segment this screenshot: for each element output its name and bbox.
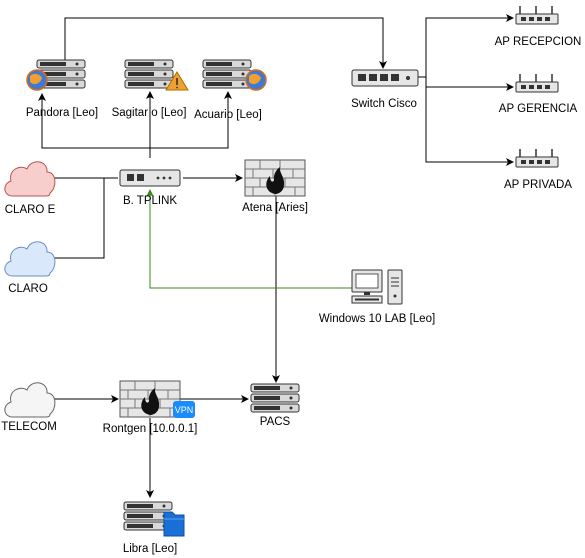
pacs-label: PACS (260, 416, 291, 428)
acuario-label: Acuario [Leo] (194, 109, 262, 121)
edge-switch-to-ap-gerencia[interactable] (425, 77, 514, 91)
globe-icon (245, 69, 267, 91)
ap-recepcion[interactable] (515, 5, 559, 25)
keyboard-icon (351, 295, 383, 304)
edge-switch-to-ap-recepcion[interactable] (418, 14, 514, 78)
firewall-rontgen[interactable]: VPN (119, 380, 195, 418)
ap-privada[interactable] (515, 148, 559, 168)
firewall-atena[interactable] (244, 159, 306, 197)
ap-privada-label: AP PRIVADA (504, 179, 572, 191)
folder-icon (163, 511, 185, 537)
globe-icon (26, 69, 48, 91)
tplink-label: B. TPLINK (123, 195, 177, 207)
vpn-badge: VPN (173, 401, 195, 418)
cloud-claro-e[interactable] (4, 161, 56, 197)
server-pacs[interactable] (250, 383, 300, 413)
ap-gerencia-label: AP GERENCIA (499, 103, 578, 115)
vpn-badge-text: VPN (175, 405, 194, 415)
ap-gerencia[interactable] (515, 73, 559, 93)
server-pandora[interactable] (26, 59, 86, 91)
rontgen-label: Rontgen [10.0.0.1] (103, 423, 198, 435)
claro-e-label: CLARO E (5, 204, 56, 216)
windows-label: Windows 10 LAB [Leo] (319, 313, 435, 325)
pandora-label: Pandora [Leo] (26, 107, 98, 119)
edge-tplink-to-pandora[interactable] (38, 93, 151, 158)
claro-label: CLARO (8, 283, 48, 295)
cloud-telecom[interactable] (4, 382, 56, 418)
monitor-icon (351, 269, 383, 295)
tower-icon (387, 269, 403, 305)
edge-windows-to-tplink[interactable] (146, 189, 352, 289)
ap-recepcion-label: AP RECEPCION (495, 36, 582, 48)
switch-cisco[interactable] (351, 69, 419, 87)
edge-tplink-to-acuario[interactable] (150, 91, 232, 149)
edges (38, 14, 514, 498)
edge-switch-to-ap-privada[interactable] (425, 87, 514, 166)
libra-label: Libra [Leo] (123, 543, 177, 555)
server-acuario[interactable] (202, 59, 267, 91)
cloud-claro[interactable] (4, 241, 56, 277)
router-tplink[interactable] (119, 169, 181, 187)
sagitario-label: Sagitar o [Leo] (112, 107, 187, 119)
workstation-windows[interactable] (351, 269, 403, 305)
server-libra[interactable] (123, 501, 185, 537)
edge-claro-to-tplink[interactable] (54, 178, 105, 259)
atena-label: Atena [Aries] (242, 202, 308, 214)
warning-icon (165, 71, 189, 91)
switch-label: Switch Cisco (351, 98, 417, 110)
telecom-label: TELECOM (1, 421, 57, 433)
server-sagitario[interactable] (124, 59, 189, 91)
edge-pandora-to-switch[interactable] (64, 17, 387, 69)
